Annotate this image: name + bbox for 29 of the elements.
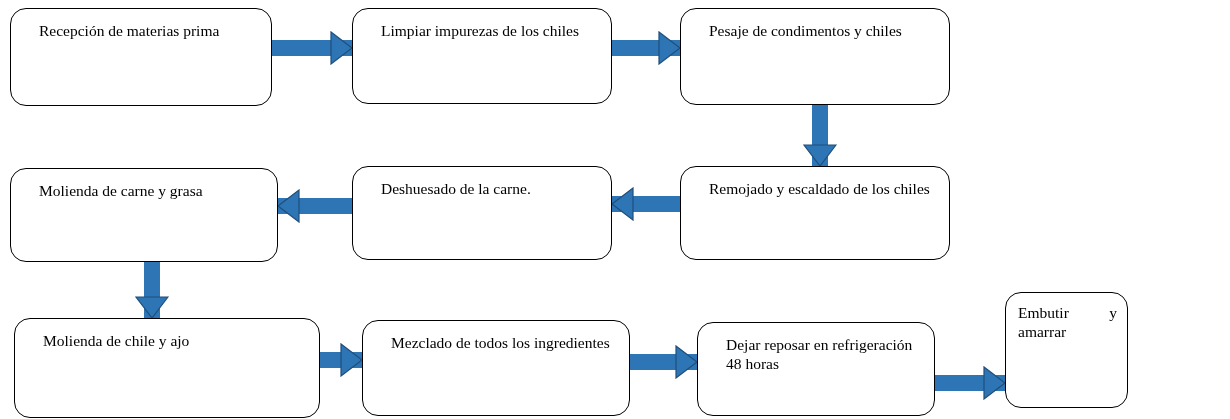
- step-text: Molienda de chile y ajo: [43, 331, 191, 350]
- step-text: Deshuesado de la carne.: [381, 179, 532, 198]
- process-box: [697, 322, 935, 416]
- block-arrow: [320, 343, 363, 377]
- process-box: [680, 166, 950, 260]
- process-box: [10, 8, 272, 106]
- step-text: Remojado y escaldado de los chiles: [709, 179, 931, 198]
- step-text: Mezclado de todos los ingredientes: [391, 333, 611, 352]
- step-text: Embutir y amarrar: [1018, 303, 1117, 341]
- process-box: [352, 166, 612, 260]
- block-arrow: [272, 31, 353, 65]
- block-arrow: [611, 187, 680, 221]
- step-text: Recepción de materias prima: [39, 21, 221, 40]
- block-arrow: [135, 262, 169, 319]
- process-box: [1005, 292, 1128, 408]
- step-text: Limpiar impurezas de los chiles: [381, 21, 580, 40]
- process-box: [680, 8, 950, 105]
- process-box: [352, 8, 612, 104]
- step-text: Pesaje de condimentos y chiles: [709, 21, 903, 40]
- block-arrow: [630, 345, 698, 379]
- block-arrow: [803, 105, 837, 167]
- block-arrow: [935, 366, 1006, 400]
- step-text: Dejar reposar en refrigeración 48 horas: [726, 335, 914, 373]
- block-arrow: [277, 189, 352, 223]
- block-arrow: [612, 31, 681, 65]
- process-box: [10, 168, 278, 262]
- step-text: Molienda de carne y grasa: [39, 181, 204, 200]
- process-box: [362, 320, 630, 416]
- process-box: [14, 318, 320, 418]
